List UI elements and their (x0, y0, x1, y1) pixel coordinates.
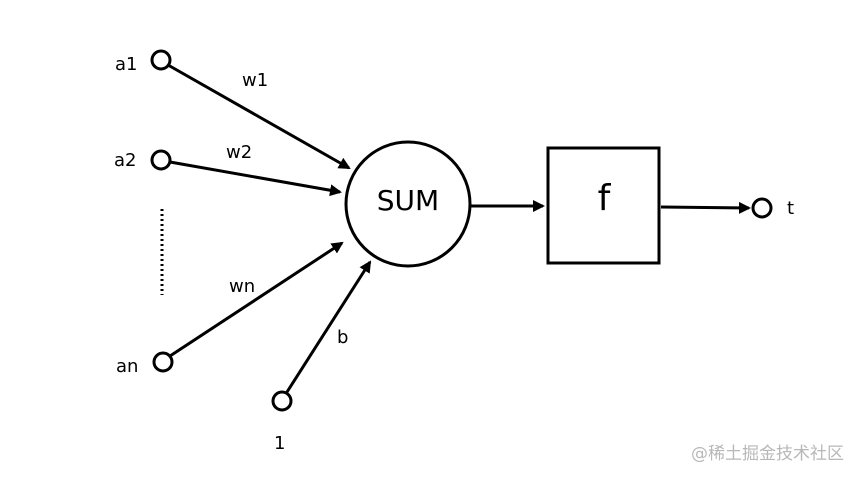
output-label-t: t (787, 198, 794, 219)
sum-node (344, 140, 472, 268)
activation-label: f (598, 178, 612, 219)
edge-a2-sum (169, 160, 342, 197)
watermark: @稀土掘金技术社区 (691, 444, 844, 464)
edge-a1-sum (167, 63, 351, 170)
sum-label: SUM (377, 184, 439, 217)
input-node-a1 (150, 49, 172, 71)
input-label-an: an (116, 356, 138, 377)
input-node-an (152, 351, 174, 373)
output-node-t (751, 197, 773, 219)
input-label-a2: a2 (114, 150, 136, 171)
edge-bias-sum (285, 260, 372, 393)
activation-box (546, 146, 661, 265)
input-label-bias: 1 (274, 433, 285, 454)
input-label-a1: a1 (115, 54, 137, 75)
weight-label-wn: wn (229, 276, 255, 297)
edge-an-sum (169, 241, 344, 358)
weight-label-w2: w2 (226, 142, 252, 163)
input-node-a2 (150, 149, 172, 171)
edge-f-output (660, 201, 751, 214)
input-node-bias (271, 390, 293, 412)
weight-label-b: b (337, 327, 348, 348)
weight-label-w1: w1 (242, 70, 268, 91)
